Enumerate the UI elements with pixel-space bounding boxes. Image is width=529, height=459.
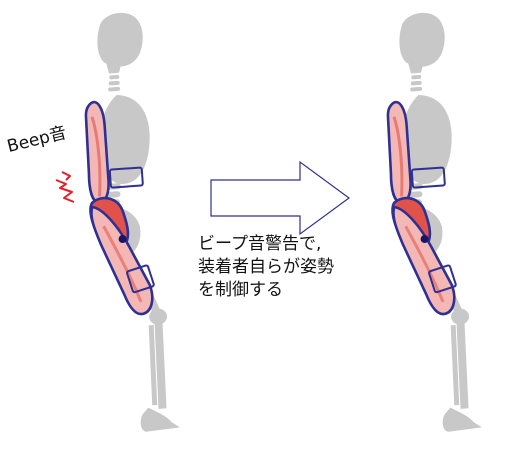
transition-arrow-icon — [211, 162, 349, 234]
caption-line-3: を制御する — [198, 279, 334, 302]
alarm-zigzag-icon — [56, 180, 74, 202]
figure-bent-posture — [77, 11, 180, 435]
caption-line-2: 装着者自らが姿勢 — [198, 256, 334, 279]
caption-text: ビープ音警告で, 装着者自らが姿勢 を制御する — [198, 233, 334, 302]
figure-corrected-posture — [379, 11, 482, 435]
caption-line-1: ビープ音警告で, — [198, 233, 334, 256]
